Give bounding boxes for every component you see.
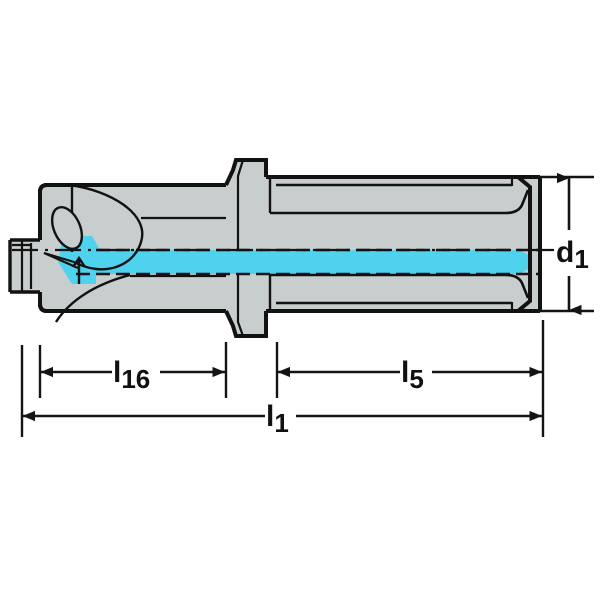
flange-collar-fill (226, 160, 266, 336)
cutting-edge-line-2 (43, 251, 75, 264)
body-outline (38, 183, 226, 313)
body-top-left-corner (38, 183, 48, 193)
drill-tool-geometry (8, 158, 556, 338)
dimension-label-d1: d1 (556, 236, 589, 274)
shank-step-line-top (270, 189, 530, 215)
dimension-l1: l1 (22, 400, 542, 438)
dimension-label-l1: l1 (266, 400, 289, 438)
tool-outlines (8, 158, 542, 338)
dimension-l5: l5 (277, 356, 542, 394)
dim-l5-letter: l (401, 356, 409, 389)
dim-d1-subscript: 1 (574, 244, 588, 274)
coolant-bore-main (70, 250, 530, 274)
dim-d1-letter: d (556, 236, 574, 269)
shank-fill (266, 177, 530, 311)
chisel-mark (72, 255, 86, 284)
dimension-d1: d1 (556, 172, 589, 316)
tip-step-outline (8, 238, 40, 294)
dim-l1-letter: l (266, 400, 274, 433)
flute-major-curve (68, 183, 144, 271)
tip-step-block (10, 240, 40, 292)
dim-l16-subscript: 16 (121, 364, 150, 394)
dim-l16-letter: l (113, 356, 121, 389)
flange-inner-fold-top (236, 159, 245, 250)
dimension-label-l5: l5 (401, 356, 424, 394)
dimension-label-l16: l16 (113, 356, 150, 394)
flute-lower-curve (54, 273, 131, 323)
coolant-hole-ellipse (50, 206, 84, 250)
shank-outline (266, 175, 532, 313)
tool-body-fill (10, 160, 540, 336)
dim-l5-subscript: 5 (409, 364, 423, 394)
dimension-l16: l16 (40, 356, 225, 394)
body-bottom-left-corner (38, 303, 48, 313)
shank-step-line-bottom (270, 273, 530, 299)
flange-inner-fold-bottom (236, 274, 245, 337)
shank-end-face (518, 175, 542, 313)
dim-l1-subscript: 1 (274, 408, 288, 438)
drill-tip-flute-group (43, 183, 144, 323)
flange-outline (224, 158, 268, 338)
dimension-annotations: l16 l5 l1 (20, 172, 594, 438)
